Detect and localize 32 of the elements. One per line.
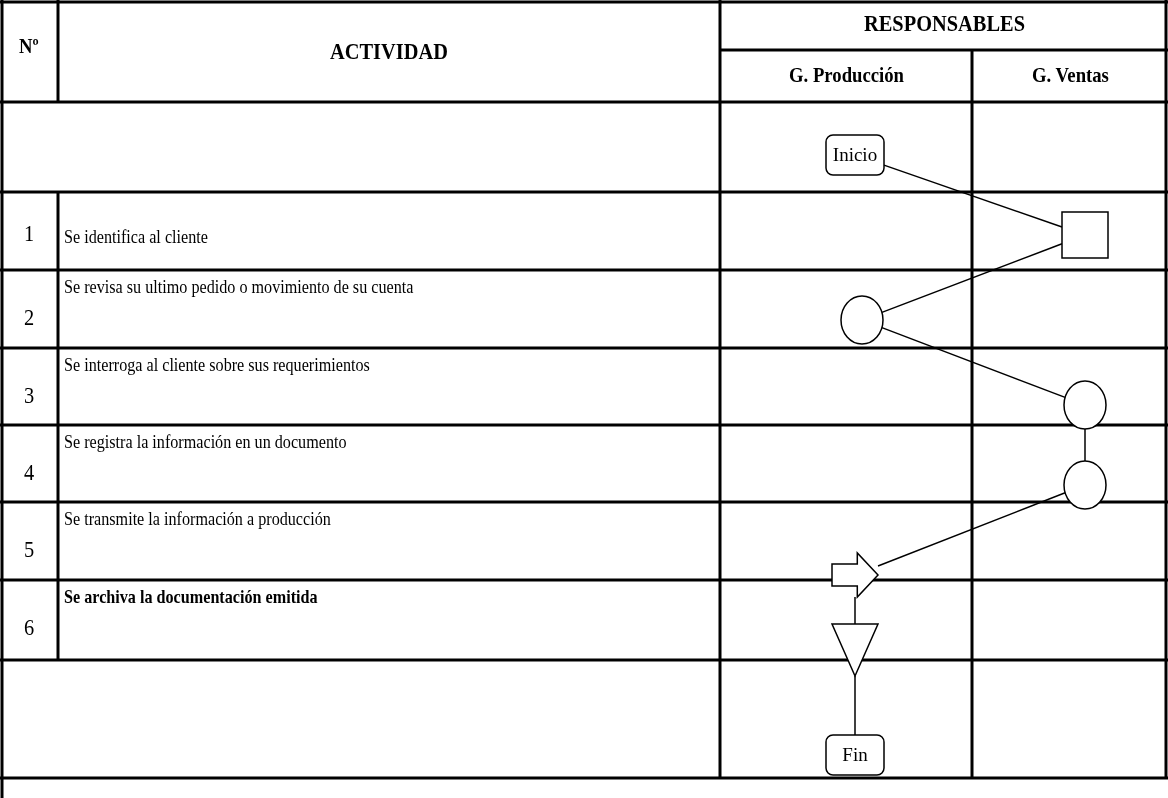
column-header: ACTIVIDAD bbox=[330, 40, 448, 62]
terminal-box: Inicio bbox=[826, 135, 884, 175]
activity-text: Se revisa su ultimo pedido o movimiento de su cuenta bbox=[64, 276, 414, 298]
activity-text: Se identifica al cliente bbox=[64, 226, 208, 248]
row-number: 4 bbox=[23, 461, 35, 483]
row-number: 3 bbox=[23, 384, 35, 406]
process-circle bbox=[1064, 461, 1106, 509]
row-number: 6 bbox=[23, 616, 35, 638]
operation-square bbox=[1062, 212, 1108, 258]
connector-line bbox=[883, 164, 1063, 228]
connector-line bbox=[881, 243, 1063, 314]
connector-line bbox=[1084, 428, 1086, 462]
connector-line bbox=[854, 596, 856, 625]
terminal-box: Fin bbox=[826, 735, 884, 775]
activity-text: Se registra la información en un documento bbox=[64, 431, 347, 453]
column-header: Nº bbox=[19, 35, 39, 57]
row-number: 5 bbox=[23, 538, 35, 560]
column-header: RESPONSABLES bbox=[863, 12, 1025, 34]
activity-text: Se transmite la información a producción bbox=[64, 508, 331, 530]
connector-line bbox=[881, 326, 1066, 399]
transport-arrow bbox=[832, 553, 878, 597]
connector-line bbox=[877, 492, 1066, 567]
row-number: 2 bbox=[23, 306, 35, 328]
activity-text: Se archiva la documentación emitida bbox=[64, 586, 318, 608]
storage-triangle bbox=[832, 624, 878, 676]
column-header: G. Ventas bbox=[1031, 64, 1109, 86]
activity-text: Se interroga al cliente sobre sus requerimientos bbox=[64, 354, 370, 376]
process-circle bbox=[841, 296, 883, 344]
process-circle bbox=[1064, 381, 1106, 429]
column-header: G. Producción bbox=[788, 64, 904, 86]
connector-line bbox=[854, 675, 856, 736]
row-number: 1 bbox=[23, 222, 35, 244]
